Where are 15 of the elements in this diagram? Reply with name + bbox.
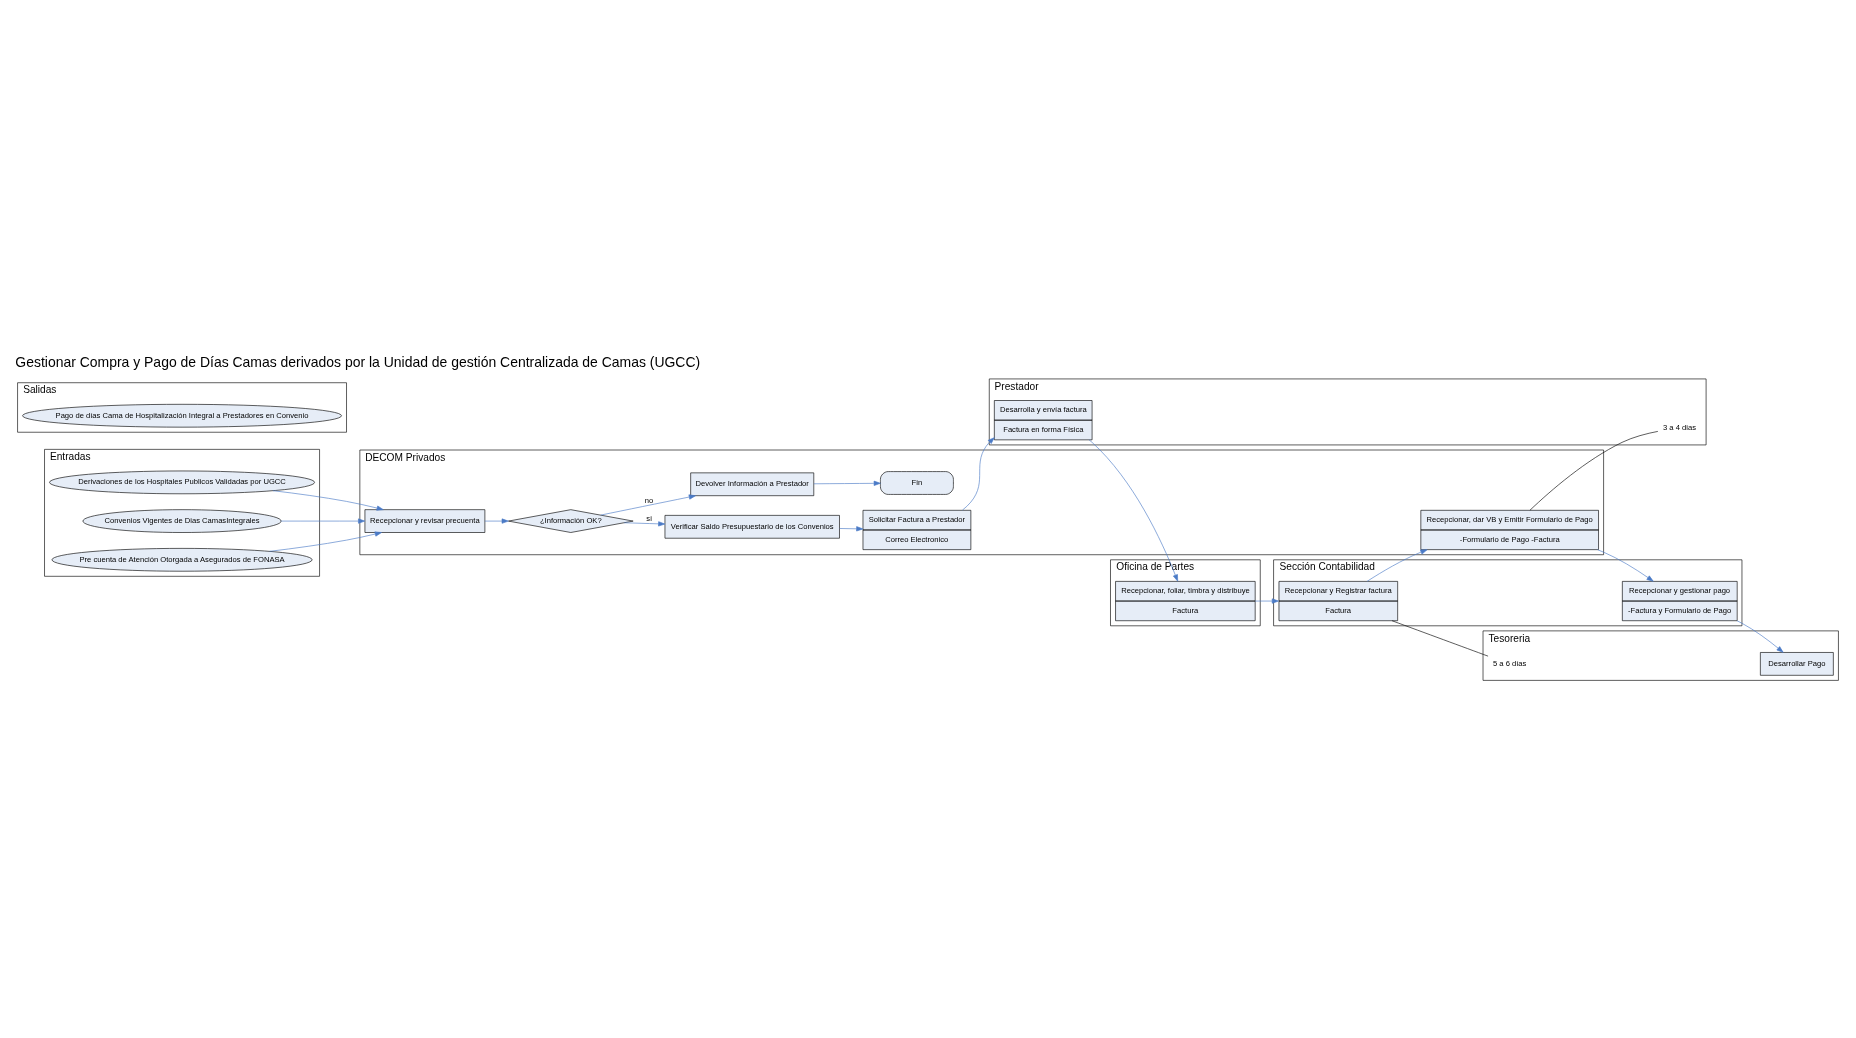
arrow (813, 480, 881, 486)
connector (1529, 430, 1659, 511)
arrow (484, 518, 509, 524)
arrow (623, 520, 666, 526)
arrow (1736, 619, 1784, 653)
arrow (280, 518, 366, 524)
diagram-title: Gestionar Compra y Pago de Días Camas derivados por la Unidad de gestión Centralizada de Camas (UGCC) (15, 353, 701, 370)
arrow (962, 436, 995, 510)
arrow (600, 494, 696, 515)
arrow (839, 525, 864, 531)
arrow (269, 531, 382, 552)
connector (1391, 619, 1489, 656)
arrow (1254, 598, 1279, 604)
arrow (1597, 548, 1654, 582)
arrow (272, 489, 384, 511)
